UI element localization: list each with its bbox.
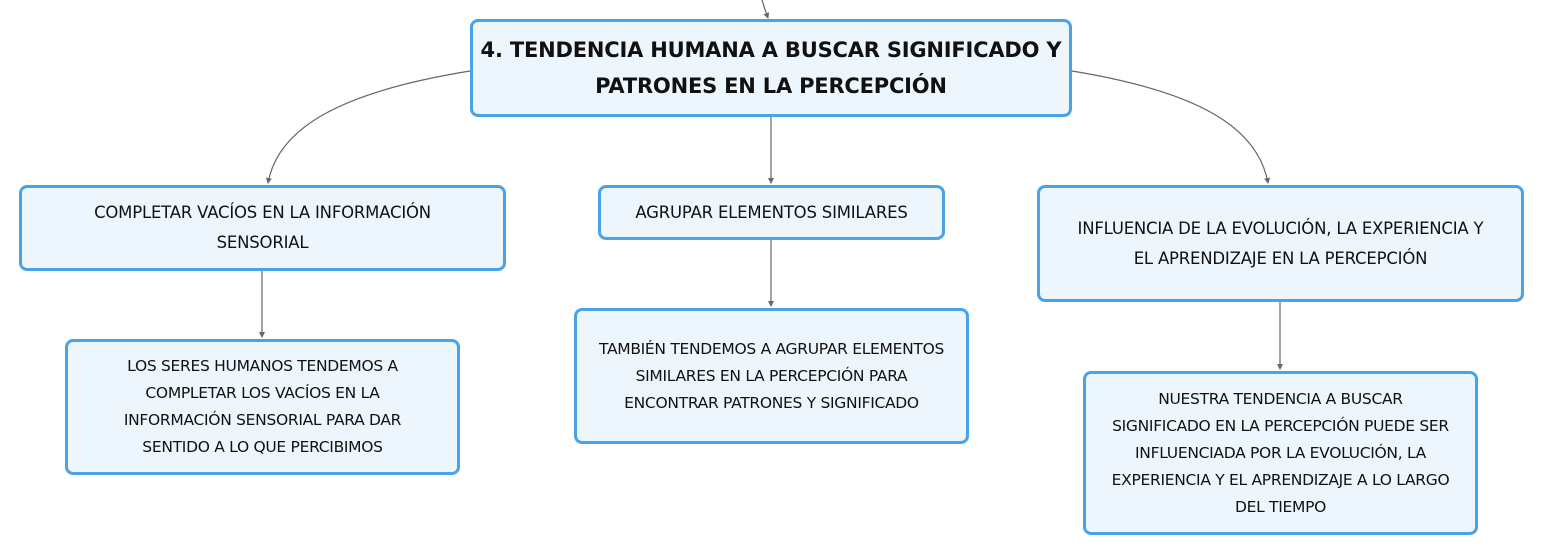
connector-central-to-topic-1 [265, 70, 471, 184]
topic-node-agrupar-elementos[interactable]: AGRUPAR ELEMENTOS SIMILARES [598, 185, 945, 240]
detail-label: TAMBIÉN TENDEMOS A AGRUPAR ELEMENTOS SIM… [598, 339, 945, 412]
topic-label: AGRUPAR ELEMENTOS SIMILARES [635, 202, 908, 222]
central-topic-node[interactable]: 4. TENDENCIA HUMANA A BUSCAR SIGNIFICADO… [470, 19, 1072, 117]
topic-node-completar-vacios[interactable]: COMPLETAR VACÍOS EN LA INFORMACIÓN SENSO… [19, 185, 506, 271]
connector-from-parent [761, 0, 770, 19]
detail-node-agrupar-elementos[interactable]: TAMBIÉN TENDEMOS A AGRUPAR ELEMENTOS SIM… [574, 308, 969, 444]
topic-label: COMPLETAR VACÍOS EN LA INFORMACIÓN SENSO… [94, 203, 431, 252]
connector-central-to-topic-3 [1071, 70, 1271, 184]
central-topic-label: 4. TENDENCIA HUMANA A BUSCAR SIGNIFICADO… [480, 38, 1062, 98]
detail-label: LOS SERES HUMANOS TENDEMOS A COMPLETAR L… [123, 357, 402, 456]
topic-node-influencia-evolucion[interactable]: INFLUENCIA DE LA EVOLUCIÓN, LA EXPERIENC… [1037, 185, 1524, 302]
detail-node-completar-vacios[interactable]: LOS SERES HUMANOS TENDEMOS A COMPLETAR L… [65, 339, 460, 475]
topic-label: INFLUENCIA DE LA EVOLUCIÓN, LA EXPERIENC… [1077, 218, 1484, 268]
detail-label: NUESTRA TENDENCIA A BUSCAR SIGNIFICADO E… [1111, 389, 1450, 516]
detail-node-influencia-evolucion[interactable]: NUESTRA TENDENCIA A BUSCAR SIGNIFICADO E… [1083, 371, 1478, 535]
